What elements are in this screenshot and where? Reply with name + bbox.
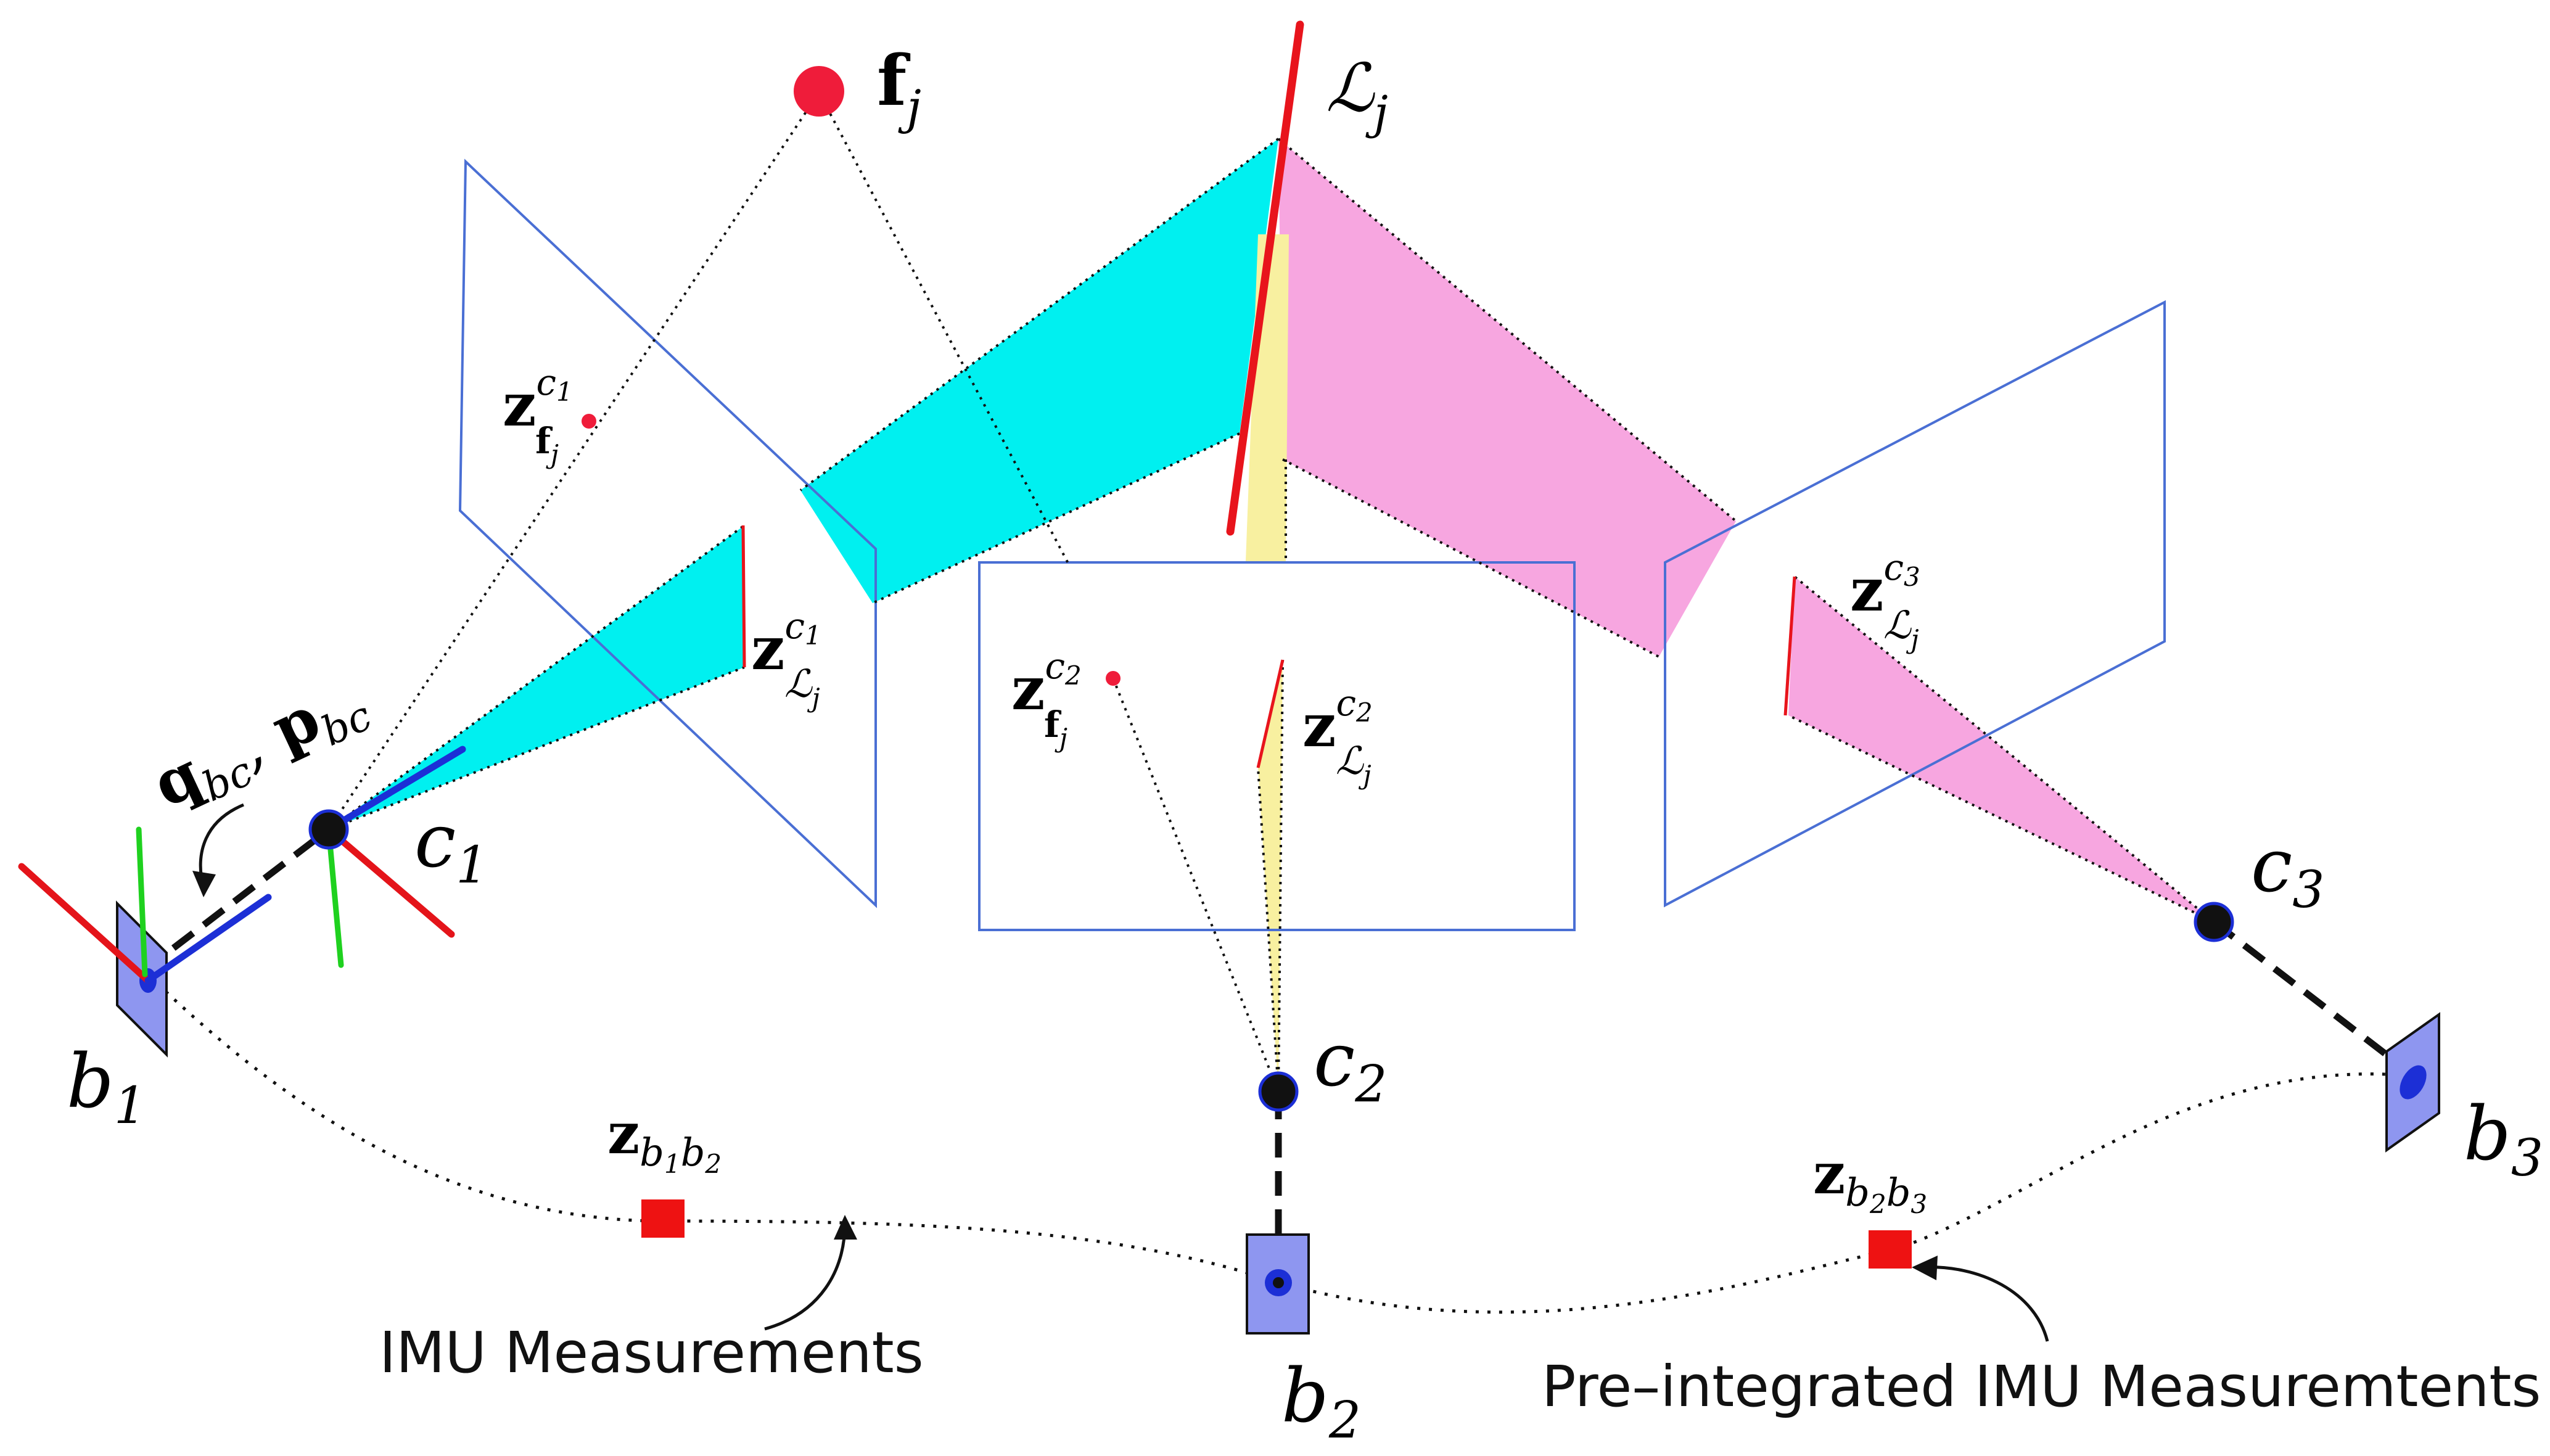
label-Lj: ℒj — [1326, 50, 1388, 139]
camera-center-c3 — [2194, 902, 2234, 942]
feature-obs-c1 — [582, 414, 596, 429]
link-b3-c3 — [2211, 919, 2417, 1079]
camera-center-c2 — [1258, 1071, 1299, 1112]
image-plane-c2 — [978, 561, 1576, 931]
feature-obs-c2 — [1106, 671, 1121, 686]
pink-triangle-c3 — [1788, 577, 2214, 922]
axes-b1 — [18, 826, 272, 984]
pink-plane-c3 — [1278, 139, 1736, 657]
label-z-c2-fj-sub: fj — [1044, 704, 1067, 753]
label-c1: c1 — [414, 799, 488, 895]
label-z-c2-Lj: zc2 — [1302, 682, 1373, 760]
preint-marker-b2b3 — [1869, 1230, 1912, 1269]
line-obs-c2 — [1256, 659, 1285, 768]
projection-edges — [327, 138, 2215, 1092]
preint-marker-b1b2 — [641, 1199, 685, 1238]
body-frame-b2 — [1246, 1233, 1310, 1335]
label-z-c2-Lj-sub: ℒj — [1336, 738, 1372, 790]
body-frame-b3 — [2385, 1012, 2440, 1153]
cyan-plane-c1 — [800, 139, 1278, 603]
label-c2: c2 — [1314, 1018, 1387, 1114]
label-z-b2b3: zb2b3 — [1813, 1140, 1927, 1219]
image-plane-c3 — [1664, 300, 2166, 908]
link-b1-c1 — [141, 826, 331, 974]
label-z-c1-Lj-sub: ℒj — [784, 661, 820, 713]
label-z-c3-Lj-sub: ℒj — [1883, 603, 1919, 654]
line-obs-c1 — [741, 525, 746, 668]
3d-line-Lj — [1226, 20, 1304, 536]
label-z-c1-Lj: zc1 — [751, 605, 821, 683]
caption-preintegrated: Pre–integrated IMU Measuremtents — [1542, 1354, 2541, 1420]
feature-point-fj — [794, 66, 844, 117]
feature-rays — [327, 91, 1280, 1092]
line-obs-c3 — [1783, 576, 1796, 716]
caption-imu-measurements: IMU Measurements — [379, 1320, 924, 1386]
label-b2: b2 — [1281, 1354, 1361, 1450]
axes-c1 — [325, 746, 466, 968]
label-z-c1-fj-sub: fj — [535, 420, 559, 469]
label-z-c3-Lj: zc3 — [1850, 546, 1920, 625]
label-c3: c3 — [2251, 823, 2324, 919]
label-z-c2-fj: zc2 — [1011, 645, 1082, 723]
yellow-triangle-c2 — [1258, 660, 1283, 1092]
label-extrinsic: qbc, pbc — [142, 661, 379, 829]
label-b3: b3 — [2464, 1092, 2543, 1188]
label-z-c1-fj: zc1 — [503, 361, 573, 440]
label-z-b1b2: zb1b2 — [607, 1100, 722, 1179]
label-b1: b1 — [67, 1039, 146, 1135]
label-fj: fj — [877, 41, 921, 134]
image-plane-c1 — [458, 158, 877, 908]
camera-center-c1 — [308, 809, 349, 850]
arrow-heads — [192, 871, 1938, 1280]
